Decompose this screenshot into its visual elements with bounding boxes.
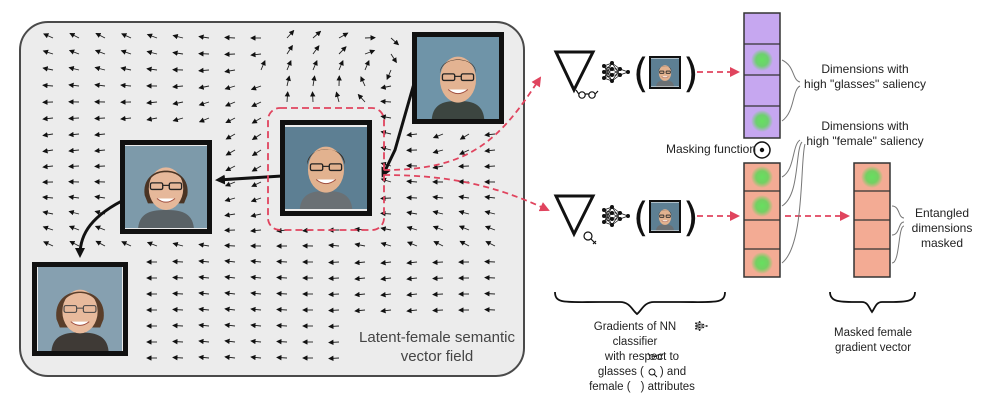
field-arrow: [173, 341, 183, 342]
field-arrow: [173, 277, 183, 278]
field-arrow: [433, 294, 443, 295]
masked-brace: [830, 292, 915, 312]
masked-line2: gradient vector: [818, 341, 928, 356]
field-arrow: [277, 261, 287, 262]
glasses-saliency-label: Dimensions with high "glasses" saliency: [790, 62, 940, 92]
field-arrow: [225, 54, 235, 55]
field-arrow: [485, 262, 495, 263]
field-arrow: [433, 278, 443, 279]
field-arrow: [433, 262, 443, 263]
field-arrow: [277, 341, 287, 342]
input-face-thumbnail-bottom: [649, 200, 681, 233]
field-arrow: [277, 325, 287, 326]
field-arrow: [173, 357, 183, 358]
field-arrow: [329, 294, 339, 295]
glasses-saliency-line2: high "glasses" saliency: [790, 77, 940, 92]
svg-text:(: (: [633, 195, 649, 241]
saliency-dot: [751, 252, 773, 274]
field-arrow: [225, 245, 235, 246]
field-arrow: [329, 310, 339, 311]
field-arrow: [173, 261, 183, 262]
face-woman-glasses: [120, 140, 212, 234]
neural-network-icon: [602, 61, 630, 83]
vector-field-caption: Latent-female semantic vector field: [352, 328, 522, 366]
female-saliency-line1: Dimensions with: [790, 119, 940, 134]
female-saliency-label: Dimensions with high "female" saliency: [790, 119, 940, 149]
glasses-icon: [576, 90, 598, 98]
field-arrow: [329, 358, 339, 359]
field-arrow: [277, 277, 287, 278]
field-arrow: [69, 118, 79, 119]
field-arrow: [329, 278, 339, 279]
vector-field-caption-line2: vector field: [352, 347, 522, 366]
face-man-glasses: [412, 32, 504, 124]
masked-female-vector: [854, 163, 890, 277]
entangled-label: Entangled dimensions masked: [902, 206, 982, 251]
field-arrow: [329, 262, 339, 263]
field-arrow: [95, 166, 105, 167]
field-arrow: [459, 166, 469, 167]
saliency-dot: [751, 195, 773, 217]
field-arrow: [173, 309, 183, 310]
svg-text:): ): [683, 195, 699, 241]
gradients-line2: with respect to: [572, 350, 712, 365]
field-arrow: [381, 198, 391, 199]
neural-network-icon: [602, 205, 630, 227]
svg-text:): ): [683, 51, 699, 97]
field-arrow: [173, 325, 183, 326]
gradients-line3-b: ) and: [660, 366, 686, 378]
field-arrow: [407, 198, 417, 199]
field-arrow: [277, 357, 287, 358]
entangled-line2: dimensions: [902, 221, 982, 236]
field-arrow: [329, 326, 339, 327]
gradients-brace: [555, 292, 725, 314]
field-arrow: [225, 37, 235, 38]
female-saliency-line2: high "female" saliency: [790, 134, 940, 149]
masking-operator-icon: [754, 142, 770, 158]
input-face-thumbnail-top: [649, 56, 681, 89]
face-woman-glasses-final: [32, 262, 128, 356]
gradients-line4: female ( ) attributes: [572, 380, 712, 395]
gradient-female-operator: [556, 196, 596, 244]
field-arrow: [485, 294, 495, 295]
glasses-gradient-vector: [744, 13, 780, 138]
gradients-line4-a: female (: [589, 381, 631, 393]
gradients-line3: glasses ( ) and: [572, 365, 712, 380]
field-arrow: [485, 310, 495, 311]
gradient-glasses-operator: [556, 52, 598, 98]
glasses-saliency-line1: Dimensions with: [790, 62, 940, 77]
female-icon: [584, 232, 596, 244]
field-arrow: [485, 278, 495, 279]
female-gradient-vector: [744, 163, 780, 277]
gradients-caption: Gradients of NN classifier with respect …: [572, 320, 712, 395]
saliency-dot: [861, 166, 883, 188]
masking-function-label: Masking function: [646, 142, 756, 157]
field-arrow: [329, 342, 339, 343]
entangled-line1: Entangled: [902, 206, 982, 221]
field-arrow: [173, 293, 183, 294]
entangled-line3: masked: [902, 236, 982, 251]
vector-field-caption-line1: Latent-female semantic: [352, 328, 522, 347]
field-arrow: [95, 118, 105, 119]
face-person-glasses: [280, 120, 372, 216]
saliency-dot: [751, 49, 773, 71]
masked-line1: Masked female: [818, 326, 928, 341]
field-arrow: [277, 309, 287, 310]
masked-caption: Masked female gradient vector: [818, 326, 928, 356]
gradients-line1: Gradients of NN classifier: [572, 320, 712, 350]
nabla-icon: [556, 52, 593, 90]
svg-text:(: (: [633, 51, 649, 97]
saliency-dot: [751, 110, 773, 132]
saliency-dot: [751, 166, 773, 188]
field-arrow: [433, 310, 443, 311]
gradients-line4-b: ) attributes: [641, 381, 695, 393]
field-arrow: [277, 293, 287, 294]
nabla-icon: [556, 196, 593, 234]
gradients-line3-a: glasses (: [598, 366, 644, 378]
field-arrow: [69, 166, 79, 167]
field-arrow: [313, 92, 314, 102]
